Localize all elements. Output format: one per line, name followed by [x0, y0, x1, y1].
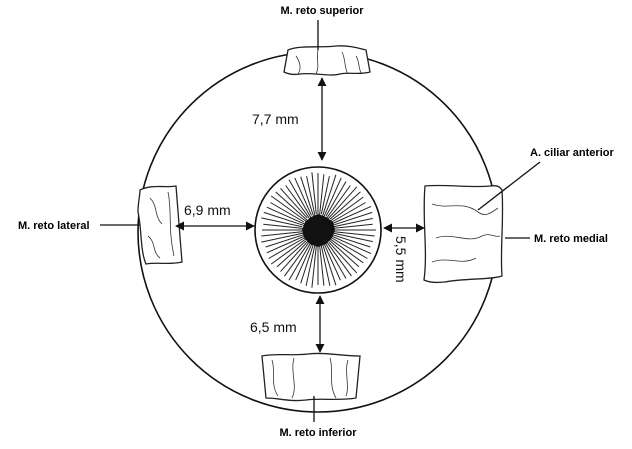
corneal-ray [270, 202, 305, 223]
corneal-ray [266, 236, 304, 254]
corneal-ray [295, 242, 313, 281]
corneal-ray [276, 240, 307, 268]
corneal-rays [261, 172, 376, 288]
corneal-ray [325, 181, 347, 217]
corneal-ray [319, 174, 325, 217]
corneal-ray [329, 191, 361, 220]
corneal-ray [275, 191, 308, 221]
corneal-ray [324, 241, 347, 279]
corneal-ray [330, 235, 372, 255]
corneal-ray [305, 245, 316, 286]
corneal-ray [329, 211, 373, 227]
label-medial-rectus: M. reto medial [534, 233, 608, 245]
corneal-ray [311, 243, 317, 288]
corneal-ray [331, 237, 368, 259]
corneal-ray [329, 233, 371, 248]
corneal-ray [265, 233, 307, 248]
corneal-ray [327, 186, 358, 220]
corneal-ray [263, 223, 305, 229]
corneal-ray [280, 188, 308, 219]
corneal-ray [321, 174, 337, 219]
label-superior-rectus: M. reto superior [280, 5, 364, 17]
corneal-ray [261, 232, 305, 243]
corneal-ray [331, 217, 373, 228]
corneal-ray [280, 240, 309, 272]
measure-lateral: 6,9 mm [184, 202, 231, 218]
label-lateral-rectus: M. reto lateral [18, 220, 90, 232]
medial-rectus-insertion [423, 184, 504, 284]
corneal-ray [324, 239, 352, 277]
corneal-ray [285, 185, 312, 221]
corneal-ray [311, 172, 317, 215]
corneal-ray [331, 231, 375, 237]
corneal-ray [300, 176, 315, 219]
corneal-ray [333, 232, 373, 243]
corneal-ray [284, 239, 312, 277]
corneal-ray [306, 176, 316, 217]
corneal-ray [319, 245, 325, 286]
label-inferior-rectus: M. reto inferior [279, 427, 357, 439]
corneal-ray [263, 211, 307, 227]
corneal-ray [333, 223, 373, 229]
lateral-rectus-insertion [137, 185, 183, 265]
corneal-ray [329, 202, 366, 224]
corneal-ray [266, 206, 306, 225]
corneal-ray [323, 177, 342, 218]
corneal-ray [288, 179, 312, 219]
inferior-rectus-insertion [261, 352, 361, 402]
corneal-ray [270, 195, 309, 224]
corneal-ray [321, 241, 337, 286]
corneal-ray [324, 185, 351, 221]
corneal-ray [320, 176, 330, 215]
limbus [254, 166, 382, 294]
measure-superior: 7,7 mm [252, 111, 299, 127]
corneal-ray [324, 244, 341, 281]
corneal-ray [320, 243, 331, 286]
measure-medial: 5,5 mm [393, 236, 409, 283]
ciliar-leader-line [477, 161, 541, 211]
corneal-ray [328, 241, 358, 274]
corneal-ray [328, 239, 360, 268]
corneal-ray [327, 236, 364, 264]
corneal-ray [294, 177, 312, 216]
central-opacity [302, 214, 335, 247]
corneal-ray [261, 231, 303, 237]
corneal-ray [270, 236, 309, 265]
measure-inferior: 6,5 mm [250, 319, 297, 335]
corneal-ray [332, 205, 372, 224]
corneal-ray [268, 236, 307, 259]
label-ciliar-anterior: A. ciliar anterior [530, 147, 614, 159]
corneal-ray [327, 196, 364, 224]
superior-rectus-insertion [283, 45, 371, 76]
corneal-ray [261, 217, 303, 228]
corneal-ray [288, 243, 311, 281]
corneal-ray [300, 241, 315, 284]
